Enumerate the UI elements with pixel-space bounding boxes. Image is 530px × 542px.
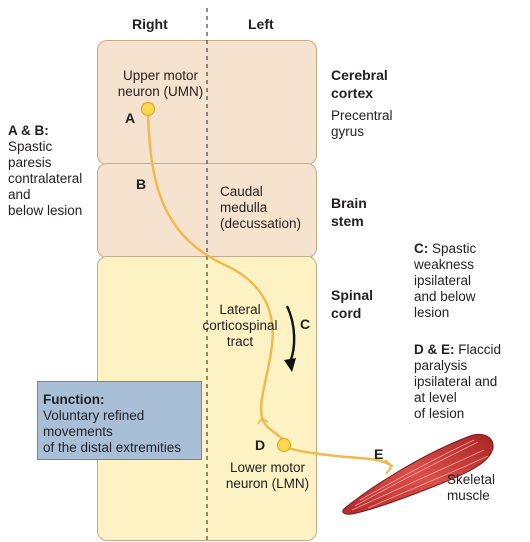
lower-motor-neuron-axon <box>283 445 393 468</box>
caudal-medulla-label: Caudal medulla (decussation) <box>220 184 302 231</box>
annotation-a-b: A & B: Spastic paresis contralateral and… <box>8 123 83 218</box>
annotation-d-e: D & E: Flaccid paralysis ipsilateral and… <box>414 342 502 421</box>
lateral-corticospinal-tract-label: Lateral corticospinal tract <box>202 302 278 349</box>
lower-motor-neuron-body <box>277 438 291 452</box>
brain-stem-label: Brain stem <box>331 195 367 229</box>
lower-motor-neuron-label: Lower motor neuron (LMN) <box>225 460 310 491</box>
point-a-marker: A <box>125 110 136 126</box>
cerebral-cortex-label: Cerebral cortex <box>331 67 388 101</box>
annotation-c: C: Spastic weakness ipsilateral and belo… <box>414 241 477 320</box>
upper-motor-neuron-label: Upper motor neuron (UMN) <box>117 68 204 99</box>
point-b-marker: B <box>136 176 147 192</box>
upper-motor-neuron-body <box>141 102 155 116</box>
left-header: Left <box>248 16 274 32</box>
point-e-marker: E <box>374 446 384 462</box>
point-c-marker: C <box>300 316 311 332</box>
right-header: Right <box>132 16 168 32</box>
skeletal-muscle-shape <box>342 434 494 515</box>
skeletal-muscle-label: Skeletal muscle <box>447 472 496 503</box>
precentral-gyrus-label: Precentral gyrus <box>331 108 393 139</box>
corticospinal-tract <box>146 111 285 441</box>
descending-arrow-icon <box>284 305 296 372</box>
function-box: Function: Voluntary refined movements of… <box>37 381 202 460</box>
point-d-marker: D <box>255 437 266 453</box>
spinal-cord-label: Spinal cord <box>331 287 374 321</box>
